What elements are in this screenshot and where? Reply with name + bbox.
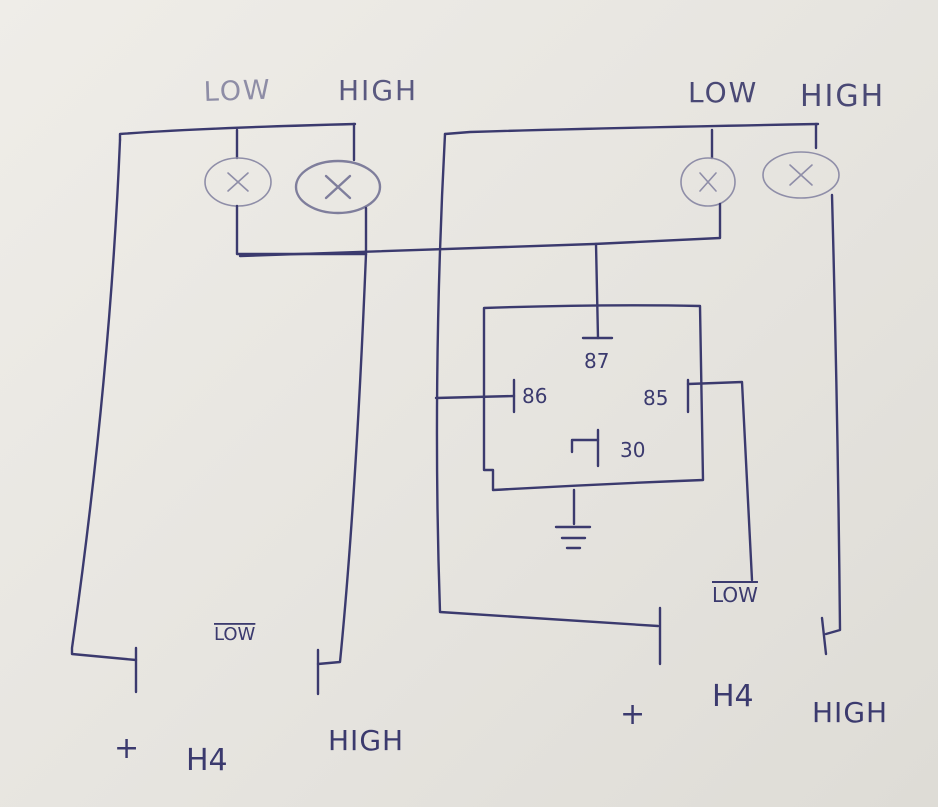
relay-pin-86-label: 86 <box>522 384 547 408</box>
right-low-note: LOW <box>712 583 758 607</box>
relay-pin-85-label: 85 <box>643 386 668 410</box>
relay-85-feed <box>686 380 754 582</box>
left-circuit <box>70 122 382 696</box>
left-plus-label: + <box>114 731 139 766</box>
left-h4-label: H4 <box>186 743 228 778</box>
relay-30-feed <box>570 438 600 454</box>
relay-87-feed <box>594 242 600 340</box>
right-high-terminal <box>820 616 828 656</box>
right-h4-label: H4 <box>712 679 754 714</box>
ground-symbol <box>554 525 592 550</box>
relay-pin-30-label: 30 <box>620 438 645 462</box>
left-top-bus <box>118 122 357 142</box>
left-high-lamp <box>294 159 382 215</box>
relay-pin-87-label: 87 <box>584 349 609 373</box>
right-high-label: HIGH <box>812 696 888 729</box>
left-low-lamp <box>204 157 272 207</box>
right-plus-rail <box>435 132 660 628</box>
left-plus-rail <box>70 138 138 662</box>
labels: LOW HIGH LOW HIGH 87 86 85 30 LOW LOW + … <box>114 74 888 778</box>
relay-box <box>482 304 705 492</box>
left-low-note: LOW <box>214 624 256 645</box>
right-low-lamp <box>680 157 736 207</box>
right-plus-label: + <box>620 697 645 732</box>
right-high-lamp-label: HIGH <box>800 79 885 114</box>
right-low-lamp-return <box>238 202 722 258</box>
right-high-lamp <box>762 151 840 199</box>
right-circuit <box>238 122 842 666</box>
left-high-lamp-label: HIGH <box>338 74 418 107</box>
right-high-rail <box>824 193 842 636</box>
relay-86-feed <box>434 394 516 400</box>
right-low-lamp-label: LOW <box>688 76 758 109</box>
right-top-bus <box>443 122 820 136</box>
left-high-rail <box>316 252 368 666</box>
left-high-label: HIGH <box>328 724 404 757</box>
left-low-lamp-label: LOW <box>203 75 272 108</box>
